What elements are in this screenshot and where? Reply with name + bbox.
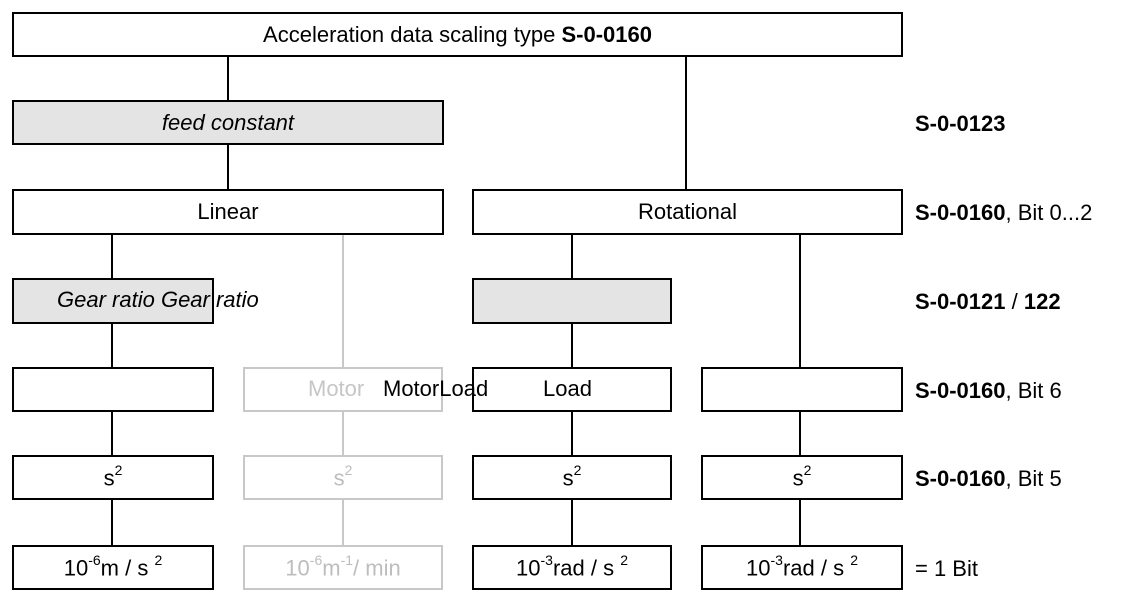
unit-text-rot-load: 10-3rad / s 2 xyxy=(516,551,628,581)
motor-box-rotational xyxy=(701,367,903,412)
title-text: Acceleration data scaling type xyxy=(263,21,556,47)
unit-box-linear: 10-6m / s 2 xyxy=(12,545,214,590)
rotational-box: Rotational xyxy=(472,189,903,235)
linear-text: Linear xyxy=(197,199,259,224)
s2-text-rot-load: s2 xyxy=(562,461,582,491)
title-box: Acceleration data scaling type S-0-0160 xyxy=(12,12,903,57)
param-label-feed: S-0-0123 xyxy=(915,111,1006,136)
param-label-motor-load: S-0-0160, Bit 6 xyxy=(915,378,1062,403)
gear-ratio-linear-box xyxy=(12,278,214,324)
unit-box-faint: 10-6m-1/ min xyxy=(243,545,443,590)
s2-box-rot-load: s2 xyxy=(472,455,672,500)
unit-box-rot-load: 10-3rad / s 2 xyxy=(472,545,672,590)
param-label-gear: S-0-0121 / 122 xyxy=(915,289,1061,314)
linear-box: Linear xyxy=(12,189,444,235)
load-overlap-text: Load xyxy=(439,376,489,401)
motor-box-faint xyxy=(243,367,443,412)
param-label-bit: = 1 Bit xyxy=(915,556,978,581)
motor-faint-text: Motor xyxy=(308,376,365,401)
load-text: Load xyxy=(543,376,592,401)
feed-constant-box: feed constant xyxy=(12,100,444,145)
s2-box-linear: s2 xyxy=(12,455,214,500)
motor-load-overlap-text: MotorLoad xyxy=(383,376,488,402)
feed-constant-text: feed constant xyxy=(161,109,295,135)
rotational-text: Rotational xyxy=(637,199,738,224)
unit-box-rot-motor: 10-3rad / s 2 xyxy=(701,545,903,590)
motor-text: Motor xyxy=(383,376,440,401)
s2-box-faint: s2 xyxy=(243,455,443,500)
motor-box-linear xyxy=(12,367,214,412)
param-label-time: S-0-0160, Bit 5 xyxy=(915,466,1062,491)
unit-text-linear: 10-6m / s 2 xyxy=(63,551,163,581)
title-code: S-0-0160 xyxy=(561,21,652,47)
gear-ratio-text-1: Gear ratio xyxy=(57,287,155,312)
load-box xyxy=(472,367,672,412)
s2-text-linear: s2 xyxy=(103,461,123,491)
s2-box-rot-motor: s2 xyxy=(701,455,903,500)
gear-ratio-text-2: Gear ratio xyxy=(160,287,259,312)
s2-text-rot-motor: s2 xyxy=(792,461,812,491)
gear-ratio-text-overlap: Gear ratio Gear ratio xyxy=(57,287,259,313)
unit-text-faint: 10-6m-1/ min xyxy=(285,551,401,581)
param-label-type: S-0-0160, Bit 0...2 xyxy=(915,200,1093,225)
gear-ratio-rotational-box xyxy=(472,278,672,324)
s2-text-faint: s2 xyxy=(333,461,353,491)
unit-text-rot-motor: 10-3rad / s 2 xyxy=(746,551,858,581)
